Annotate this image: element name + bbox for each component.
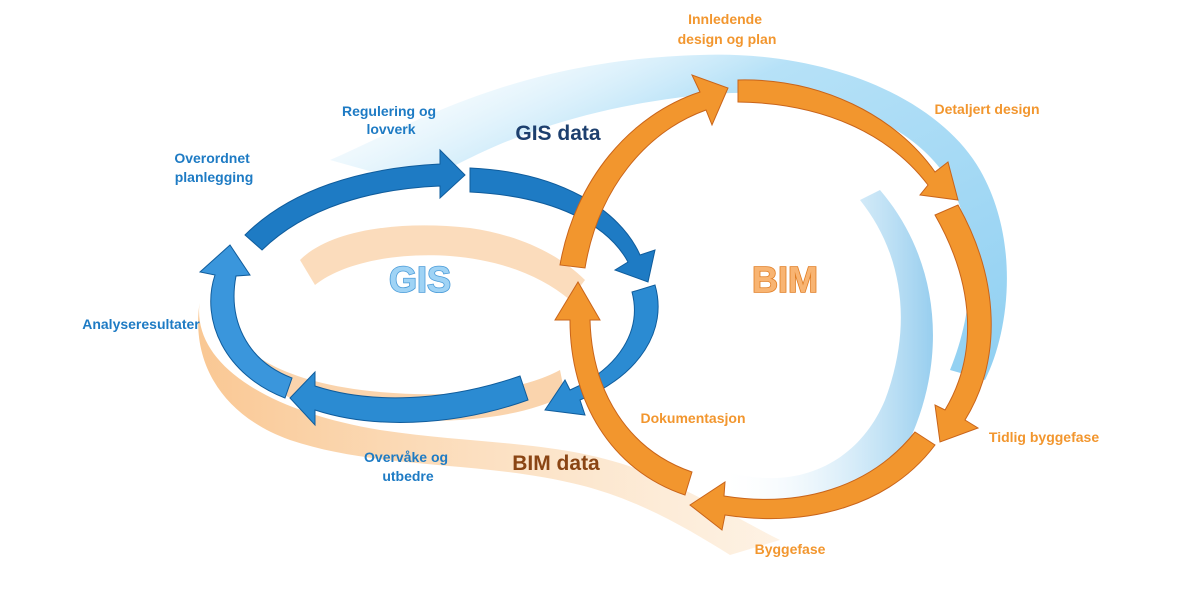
gis-arrow-bottom [289,370,529,427]
ribbon-orange-band [198,300,780,555]
bim-step-innledende: Innledende design og plan [678,11,777,47]
gis-arrow-top [244,148,466,251]
bim-arrow-top [737,79,959,201]
bim-arrow-left-up [559,74,729,269]
bim-center-label: BIM [752,259,818,300]
gis-center-label: GIS [389,259,451,300]
gis-step-regulering: Regulering og lovverk [342,103,440,137]
bim-arrow-bottom-left [554,281,693,496]
bim-arrow-bottom-right [689,431,936,531]
gis-step-analyse: Analyseresultater [82,316,200,332]
bim-step-byggefase: Byggefase [755,541,826,557]
bim-data-label: BIM data [512,452,600,475]
bim-arrow-right [934,204,992,443]
ribbon-orange-inner [300,225,585,300]
gis-step-overvake: Overvåke og utbedre [364,449,452,484]
gis-step-overordnet: Overordnet planlegging [174,150,253,185]
bim-cycle [554,74,992,531]
gis-data-label: GIS data [515,122,601,145]
gis-arrow-top-right [469,167,656,283]
bim-step-dokumentasjon: Dokumentasjon [640,410,745,426]
ribbon-blue-inner [720,190,933,512]
gis-arrow-left [198,244,293,399]
bim-step-detaljert: Detaljert design [934,101,1039,117]
bim-step-tidlig: Tidlig byggefase [989,429,1099,445]
ribbon-sky-band [330,54,1007,380]
